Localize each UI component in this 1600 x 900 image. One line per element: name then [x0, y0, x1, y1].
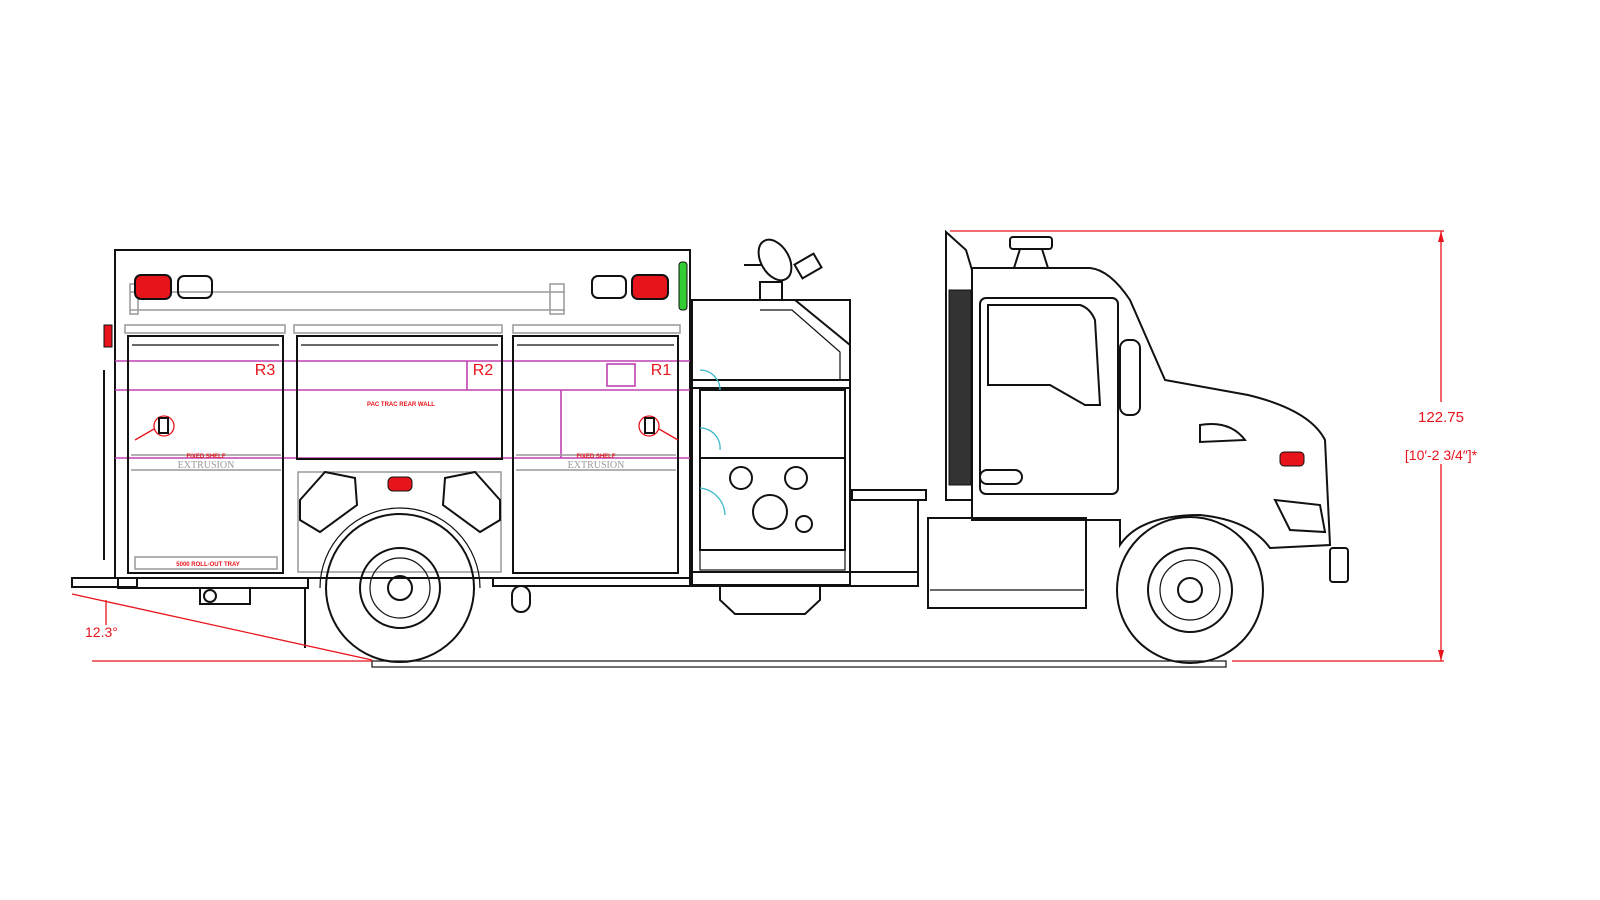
exhaust-heat-shield	[948, 289, 972, 486]
mirror	[1119, 339, 1141, 416]
compartment-label-r1: R1	[651, 362, 672, 379]
extrusion-label: EXTRUSION	[178, 460, 235, 471]
front-bumper	[1329, 547, 1349, 583]
cab-marker-light	[1279, 451, 1305, 467]
rear-wall-label: PAC TRAC REAR WALL	[367, 402, 435, 408]
apparatus-body: R3 FIXED SHELF EXTRUSION 5000 ROLL-OUT T…	[71, 249, 691, 648]
cab-window	[987, 304, 1102, 406]
compartment-r2: R2 PAC TRAC REAR WALL	[293, 324, 503, 573]
compartment-r3: R3 FIXED SHELF EXTRUSION 5000 ROLL-OUT T…	[124, 324, 286, 574]
rear-warning-light	[134, 274, 172, 300]
cab-door	[979, 297, 1119, 495]
pump-panel	[691, 238, 927, 615]
extrusion-label: EXTRUSION	[568, 460, 625, 471]
height-dimension: 122.75 [10′-2 3/4″]*	[950, 230, 1478, 662]
cab-light-bar	[1009, 236, 1053, 250]
scene-light	[441, 470, 501, 534]
departure-angle-label: 12.3°	[85, 624, 118, 640]
departure-angle-dimension: 12.3°	[71, 593, 373, 662]
scene-light	[299, 470, 359, 534]
rear-wheel	[319, 507, 481, 663]
compartment-label-r2: R2	[473, 362, 494, 379]
fixed-shelf-label: FIXED SHELF	[186, 454, 225, 460]
rear-step	[71, 577, 138, 588]
compartment-r1: R1 FIXED SHELF EXTRUSION	[512, 324, 681, 574]
ground-line	[371, 660, 1227, 668]
front-warning-light	[631, 274, 669, 300]
compartment-label-r3: R3	[255, 362, 276, 379]
headlight	[1273, 498, 1327, 534]
deck-gun	[744, 238, 823, 301]
side-marker-light	[387, 476, 413, 492]
fuel-tank	[927, 517, 1087, 609]
height-feet-label: [10′-2 3/4″]*	[1405, 447, 1478, 463]
marker-light	[177, 275, 213, 299]
door-handle	[979, 469, 1023, 485]
fixed-shelf-label: FIXED SHELF	[576, 454, 615, 460]
cab-chassis	[927, 229, 1349, 609]
height-inches-label: 122.75	[1418, 409, 1464, 426]
marker-light	[591, 275, 627, 299]
pump-intake	[719, 584, 821, 615]
roll-out-tray-label: 5000 ROLL-OUT TRAY	[176, 562, 239, 568]
green-light	[678, 261, 688, 311]
front-wheel	[1116, 516, 1264, 664]
